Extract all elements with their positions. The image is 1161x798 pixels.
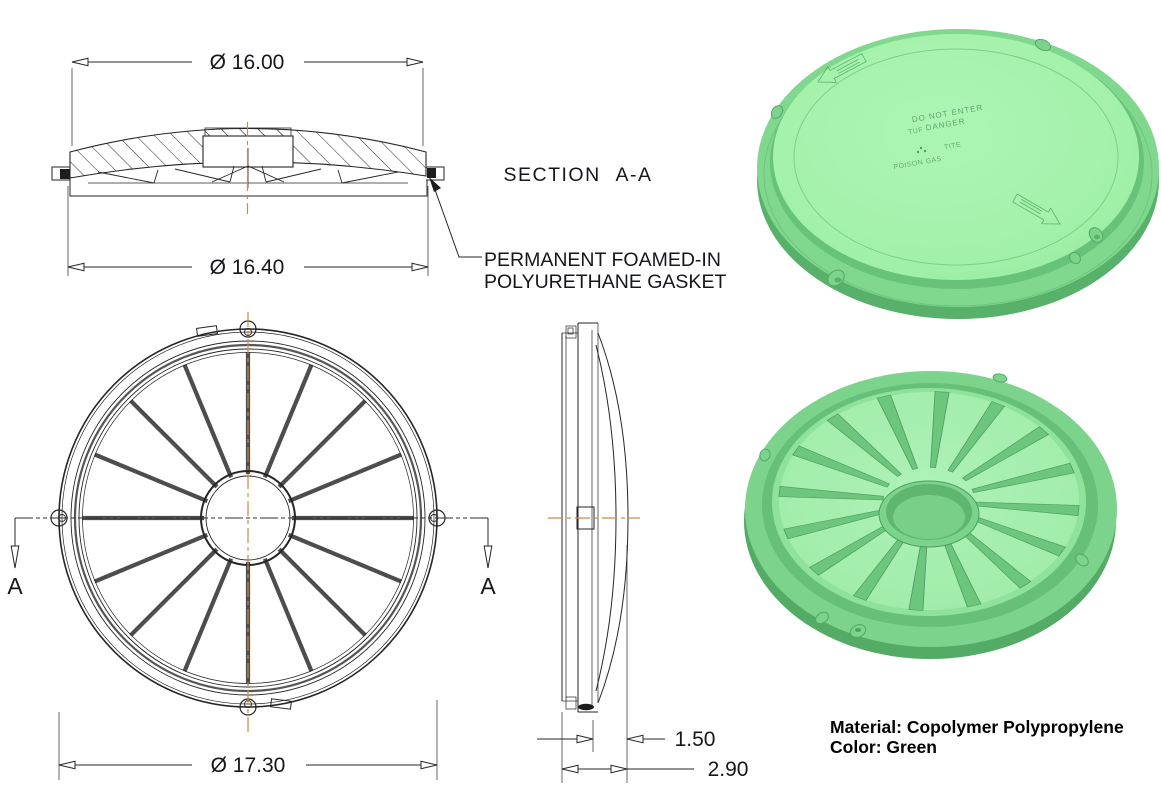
dimension-arrow-right-icon <box>411 262 429 272</box>
side-profile <box>548 322 640 713</box>
section-view-title: SECTION A-A <box>503 164 652 186</box>
molded-text-tite: TITE <box>944 142 962 152</box>
render-top-view: DO NOT ENTER DANGER TUF TITE POISON GAS <box>757 29 1159 319</box>
dimension-arrow-right-icon <box>610 764 628 774</box>
dim-17-30: Ø 17.30 <box>58 700 438 780</box>
dim-17-30-label: Ø 17.30 <box>211 754 286 777</box>
dim-16-00-label: Ø 16.00 <box>210 51 285 74</box>
section-view: Ø 16.00 <box>51 51 726 293</box>
side-view: 1.50 2.90 <box>537 322 749 783</box>
dimension-arrow-right-icon <box>576 734 594 744</box>
dimension-arrow-left-icon <box>67 262 85 272</box>
dimension-arrow-right-icon <box>420 760 438 770</box>
dim-16-40: Ø 16.40 <box>67 186 429 279</box>
leader-arrow-icon <box>429 177 441 192</box>
section-arrow-right-label: A <box>480 573 496 599</box>
molded-text-tuf: TUF <box>908 127 924 137</box>
gasket-section-left <box>60 169 70 179</box>
dim-2-90: 2.90 <box>561 712 749 783</box>
dim-16-40-label: Ø 16.40 <box>210 256 285 279</box>
plan-view: A A Ø 17.30 <box>7 312 496 780</box>
color-line: Color: Green <box>830 737 937 757</box>
material-note: Material: Copolymer Polypropylene Color:… <box>830 717 1124 757</box>
section-arrow-right: A <box>480 518 496 599</box>
render-bottom-hub <box>878 480 980 548</box>
dimension-arrow-left-icon <box>58 760 76 770</box>
render-bottom-ribs <box>778 391 1080 611</box>
section-cut-body <box>51 122 445 214</box>
embossed-arrow-lower-right-icon <box>1012 193 1061 225</box>
dimension-arrow-left-icon <box>561 764 579 774</box>
gasket-callout-line2: POLYURETHANE GASKET <box>484 271 726 293</box>
render-bottom-lugs <box>759 373 1089 638</box>
render-top-lugs <box>770 38 1104 287</box>
dimension-arrow-right-icon <box>406 57 424 67</box>
section-arrow-down-icon <box>483 545 493 569</box>
section-arrow-left: A <box>7 518 23 599</box>
dimension-arrow-left-icon <box>71 57 89 67</box>
gasket-section-right <box>427 168 436 178</box>
dim-2-90-label: 2.90 <box>708 758 749 781</box>
dim-16-00: Ø 16.00 <box>71 51 424 146</box>
material-line: Material: Copolymer Polypropylene <box>830 717 1124 737</box>
dim-1-50: 1.50 <box>537 545 715 783</box>
section-arrow-down-icon <box>10 545 20 569</box>
section-arrow-left-label: A <box>7 573 23 599</box>
dimension-arrow-left-icon <box>626 734 644 744</box>
dim-1-50-label: 1.50 <box>675 728 716 751</box>
render-bottom-view <box>744 371 1117 659</box>
embossed-arrow-upper-left-icon <box>817 53 867 83</box>
gasket-edge <box>578 703 594 711</box>
gasket-callout: PERMANENT FOAMED-IN POLYURETHANE GASKET <box>429 177 726 293</box>
gasket-callout-line1: PERMANENT FOAMED-IN <box>484 249 721 271</box>
